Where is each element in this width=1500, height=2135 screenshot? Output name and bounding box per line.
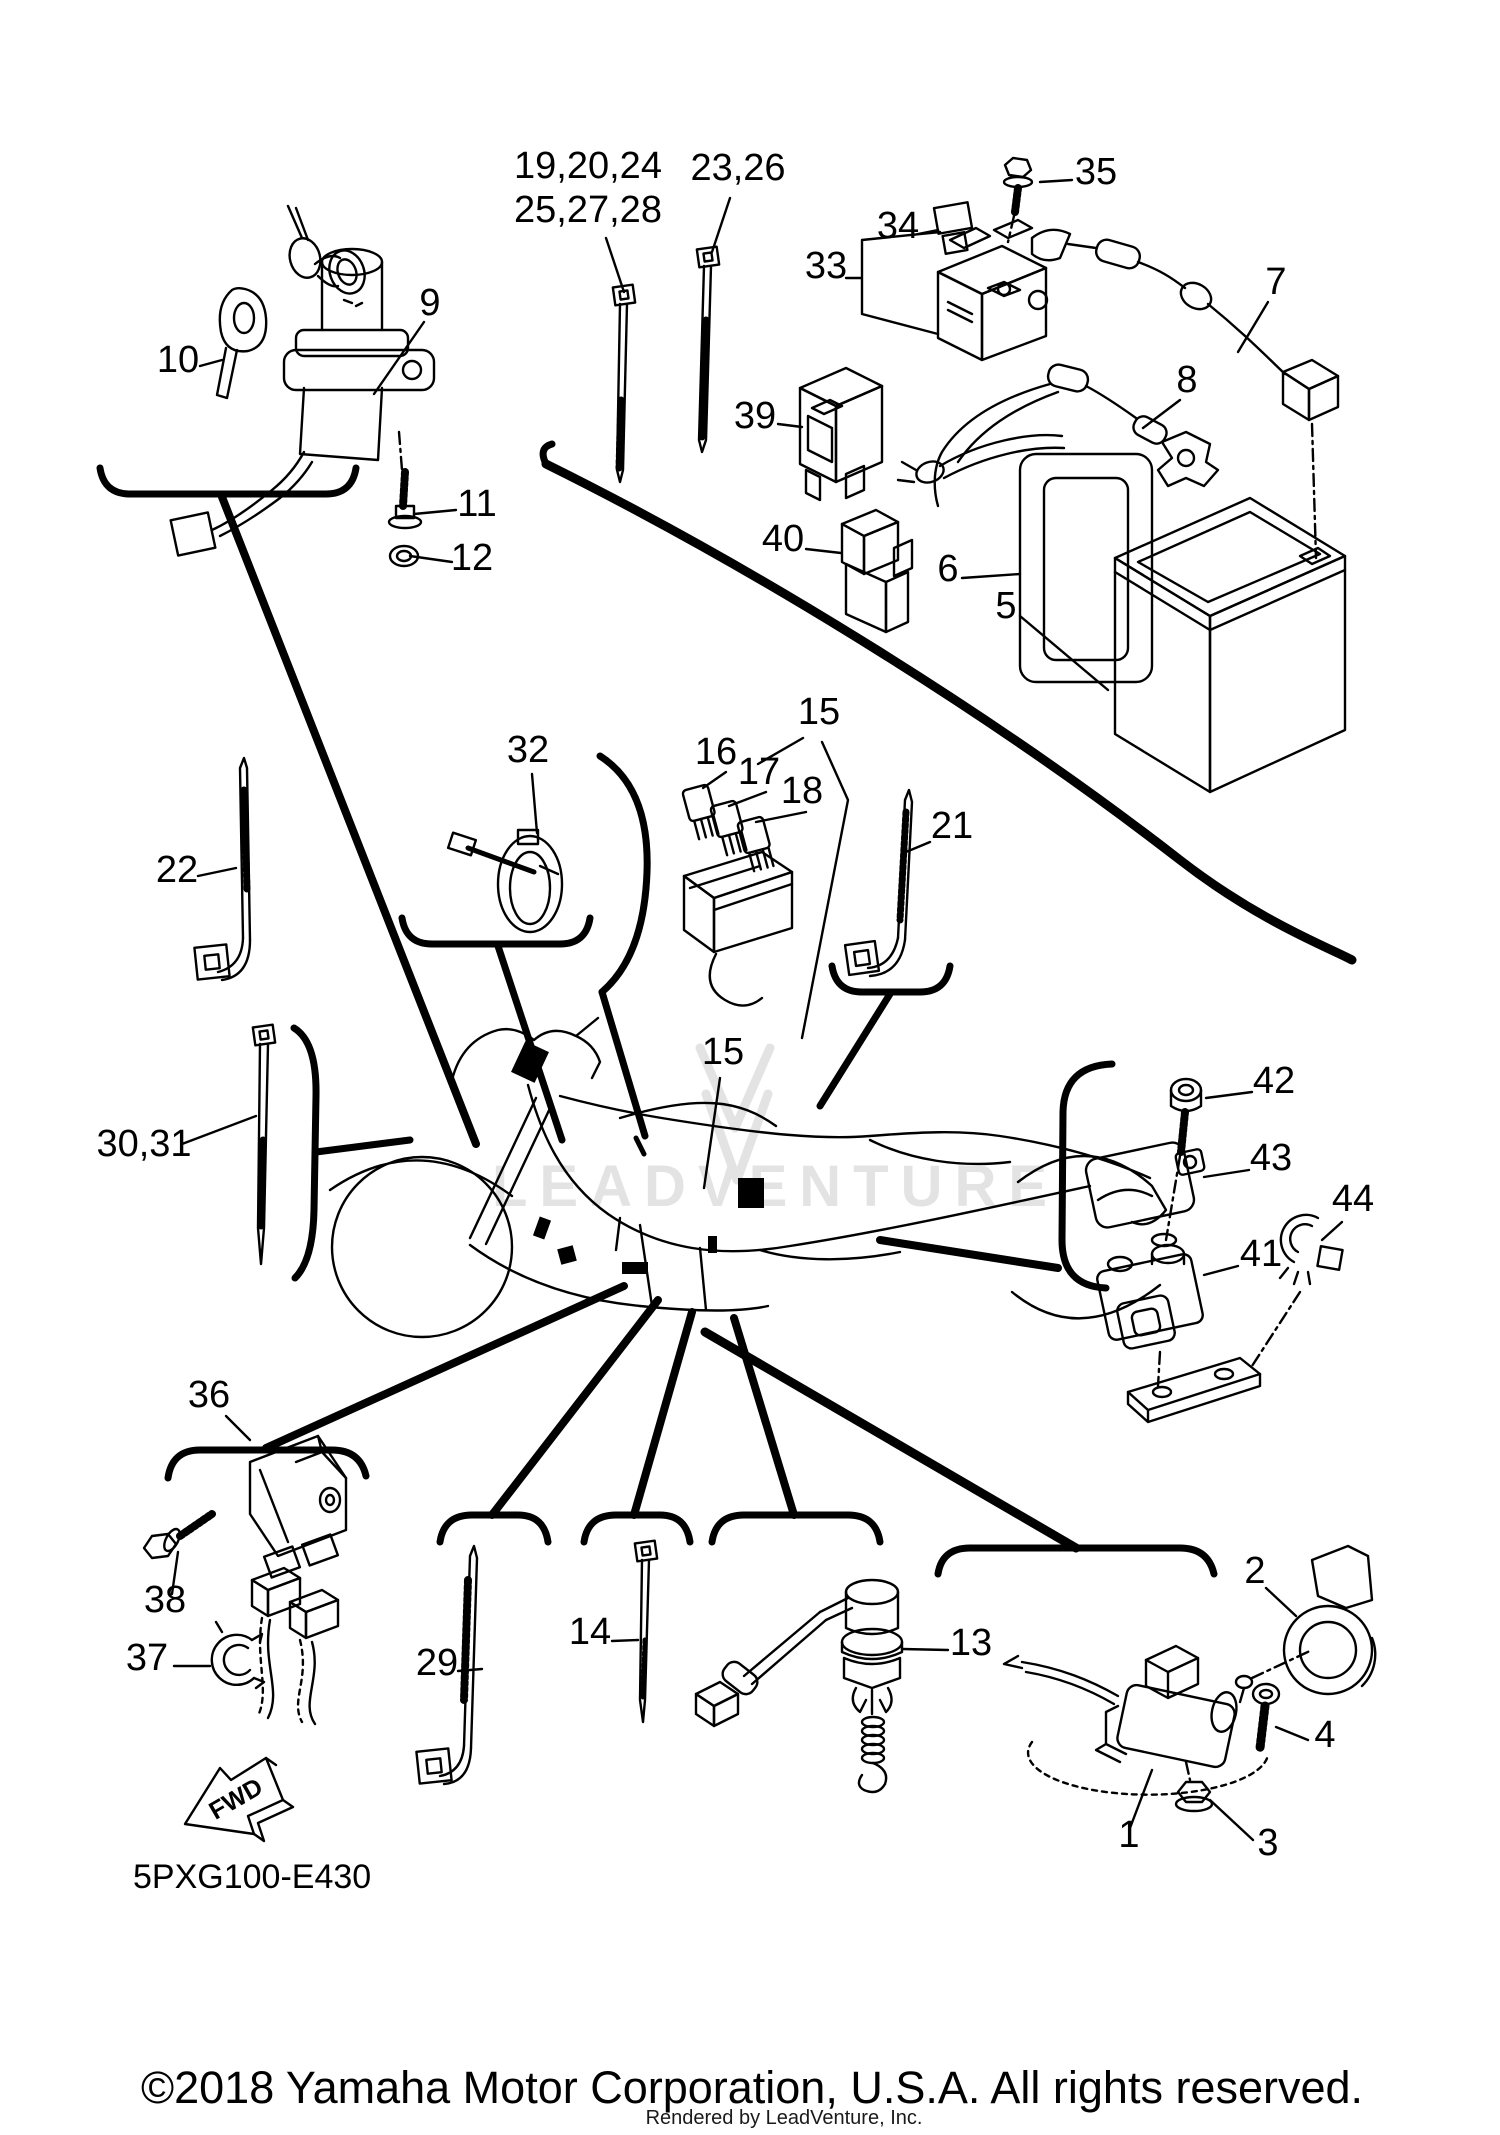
part-label-14: 14 [569,1611,611,1653]
main-switch-group [169,204,436,568]
part-label-37: 37 [126,1637,168,1679]
starter-relay-group [932,156,1049,362]
bracket-21 [843,788,914,978]
part-label-7: 7 [1265,261,1286,303]
nut-3 [1174,1760,1214,1813]
part-label-18: 18 [781,770,823,812]
part-label-19-20-24: 19,20,24 [514,145,662,187]
part-label-12: 12 [451,537,493,579]
part-label-5: 5 [995,585,1016,627]
fuse-18 [736,815,775,873]
part-label-4: 4 [1314,1714,1335,1756]
fwd-arrow: FWD [183,1756,295,1843]
fwd-label: FWD [204,1773,267,1826]
part-label-10: 10 [157,339,199,381]
copyright-text: ©2018 Yamaha Motor Corporation, U.S.A. A… [141,2062,1363,2113]
switch-cover-2 [1282,1544,1377,1696]
sidestand-switch-1 [1002,1644,1314,1796]
cdi-connectors [250,1566,340,1726]
clamp-37 [210,1620,266,1690]
bolt-11 [387,468,423,530]
part-label-11: 11 [457,483,496,525]
leadventure-watermark: LEADVENTURE [492,1043,1059,1219]
cdi-unit-group [142,1434,348,1726]
part-label-43: 43 [1250,1137,1292,1179]
part-label-39: 39 [734,395,776,437]
starter-relay-33 [936,218,1049,362]
part-label-25-27-28: 25,27,28 [514,189,662,231]
relay-40 [840,508,914,634]
part-label-41: 41 [1240,1233,1282,1275]
part-label-3: 3 [1257,1822,1278,1864]
watermark-logo-icon [701,1089,773,1185]
cable-tie-19-28 [611,283,637,484]
part-label-30-31: 30,31 [96,1123,191,1165]
group-dividers [96,440,1357,1578]
sensor-41 [1096,1232,1204,1388]
sensor-group [1084,1077,1344,1424]
brake-switch-13 [694,1578,904,1794]
part-label-23-26: 23,26 [690,147,785,189]
wire-lead-7 [1030,228,1340,560]
motorcycle-outline [328,1016,1168,1339]
cable-tie-30-31 [251,1023,277,1266]
callout-leader-lines [170,178,1344,1842]
keys-on-ring [286,204,366,295]
part-label-13: 13 [950,1622,992,1664]
bracket-29 [415,1544,479,1786]
battery-5 [1113,496,1347,794]
part-label-6: 6 [937,548,958,590]
clamp-44 [1250,1213,1344,1368]
part-label-32: 32 [507,729,549,771]
part-label-36: 36 [188,1374,230,1416]
part-label-44: 44 [1332,1178,1374,1220]
bolt-4 [1251,1682,1281,1753]
mount-plate [1126,1356,1262,1424]
ignition-switch-9 [169,247,436,557]
diagram-code: 5PXG100-E430 [133,1858,371,1896]
part-label-40: 40 [762,518,804,560]
part-label-42: 42 [1253,1060,1295,1102]
cover-43 [1084,1141,1206,1229]
blank-key-10 [215,287,268,400]
part-label-15-harness: 15 [702,1031,744,1073]
rendered-by-text: Rendered by LeadVenture, Inc. [646,2107,923,2129]
fuse-box-15 [682,850,794,1007]
sidestand-switch-group [1002,1544,1377,1813]
part-label-35: 35 [1075,151,1117,193]
part-label-33: 33 [805,245,847,287]
callout-labels: 109111219,20,2425,27,2823,26343335783940… [96,145,1374,1864]
watermark-text: LEADVENTURE [492,1154,1059,1219]
part-label-21: 21 [931,805,973,847]
fuse-17 [709,799,748,857]
battery-band-6 [896,433,1154,684]
bolt-38 [142,1510,216,1560]
opener-tool-32 [446,828,564,934]
fuse-16 [681,783,720,841]
cable-tie-23-26 [695,245,721,454]
part-label-9: 9 [419,282,440,324]
part-label-17: 17 [738,751,780,793]
part-label-8: 8 [1176,359,1197,401]
part-label-34: 34 [877,205,919,247]
part-label-15-fuse: 15 [798,691,840,733]
wire-harness-15 [511,1041,1092,1274]
part-label-2: 2 [1244,1550,1265,1592]
relay-39 [798,366,884,502]
part-label-29: 29 [416,1642,458,1684]
plug-34 [932,201,974,255]
cdi-unit-36 [248,1434,348,1579]
part-label-1: 1 [1118,1814,1139,1856]
part-label-22: 22 [156,849,198,891]
part-label-38: 38 [144,1579,186,1621]
part-label-16: 16 [695,731,737,773]
bracket-22 [193,756,252,982]
bolt-35 [1002,156,1034,244]
cable-tie-14 [633,1539,659,1724]
